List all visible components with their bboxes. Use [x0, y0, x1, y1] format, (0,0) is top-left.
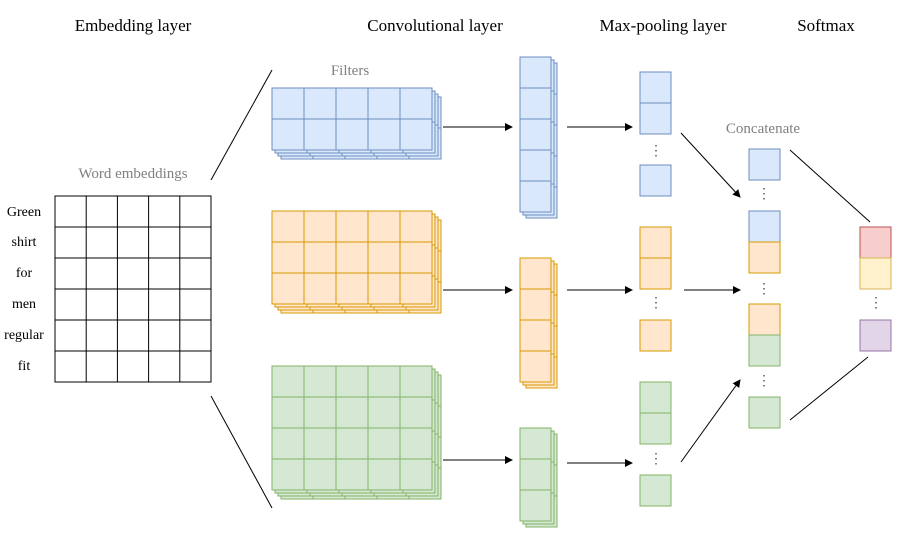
pooled-cell: [639, 102, 672, 135]
label-word-embeddings: Word embeddings: [78, 166, 187, 182]
word-label: for: [16, 266, 33, 281]
feature-map-green: [519, 427, 558, 528]
ellipsis-marker: ⋮: [649, 144, 663, 159]
word-label: shirt: [12, 235, 37, 250]
label-concatenate: Concatenate: [726, 121, 800, 137]
line-concat-to-softmax-bottom: [789, 356, 869, 421]
ellipsis-markers: ⋮ ⋮ ⋮ ⋮ ⋮ ⋮ ⋮: [649, 144, 883, 467]
feature-map-blue: [519, 56, 558, 219]
arrow-pool-to-concat-blue: [680, 132, 741, 198]
concat-cell: [748, 148, 781, 181]
header-softmax: Softmax: [797, 16, 855, 35]
header-convolutional-layer: Convolutional layer: [367, 16, 503, 35]
pooled-cell: [639, 319, 672, 352]
concat-cell: [748, 396, 781, 429]
pooled-cell: [639, 412, 672, 445]
concat-cell: [748, 303, 781, 336]
word-label: men: [12, 297, 36, 312]
feature-map-orange: [519, 257, 558, 389]
pooled-cell: [639, 474, 672, 507]
softmax-cell: [859, 257, 892, 290]
line-concat-to-softmax-top: [789, 149, 871, 223]
concat-cell: [748, 210, 781, 243]
filter-stack-green: [271, 365, 442, 500]
ellipsis-marker: ⋮: [649, 452, 663, 467]
label-filters: Filters: [331, 63, 369, 79]
word-labels: Green shirt for men regular fit: [4, 205, 44, 374]
filter-orange-layer: [271, 210, 433, 305]
ellipsis-marker: ⋮: [757, 187, 771, 202]
filter-stack-orange: [271, 210, 442, 314]
header-max-pooling-layer: Max-pooling layer: [600, 16, 727, 35]
pooled-column-blue: [639, 71, 672, 197]
concat-cell: [748, 334, 781, 367]
ellipsis-marker: ⋮: [869, 296, 883, 311]
filter-stack-blue: [271, 87, 442, 160]
projection-line-top: [210, 69, 273, 181]
pooled-cell: [639, 381, 672, 414]
fmap-green-layer: [519, 427, 552, 522]
pooled-cell: [639, 226, 672, 259]
ellipsis-marker: ⋮: [757, 282, 771, 297]
word-label: regular: [4, 328, 44, 343]
word-label: fit: [18, 359, 31, 374]
pooled-cell: [639, 164, 672, 197]
softmax-cell: [859, 226, 892, 259]
ellipsis-marker: ⋮: [649, 296, 663, 311]
projection-line-bottom: [210, 395, 273, 509]
pooled-cell: [639, 71, 672, 104]
arrow-pool-to-concat-green: [680, 379, 741, 463]
fmap-blue-layer: [519, 56, 552, 213]
pooled-cell: [639, 257, 672, 290]
word-embeddings-matrix: [54, 195, 212, 383]
pooled-column-orange: [639, 226, 672, 352]
ellipsis-marker: ⋮: [757, 374, 771, 389]
softmax-cell: [859, 319, 892, 352]
concatenated-vector: [748, 148, 781, 429]
concat-cell: [748, 241, 781, 274]
pooled-column-green: [639, 381, 672, 507]
word-label: Green: [7, 205, 41, 220]
softmax-output: [859, 226, 892, 352]
header-embedding-layer: Embedding layer: [75, 16, 192, 35]
